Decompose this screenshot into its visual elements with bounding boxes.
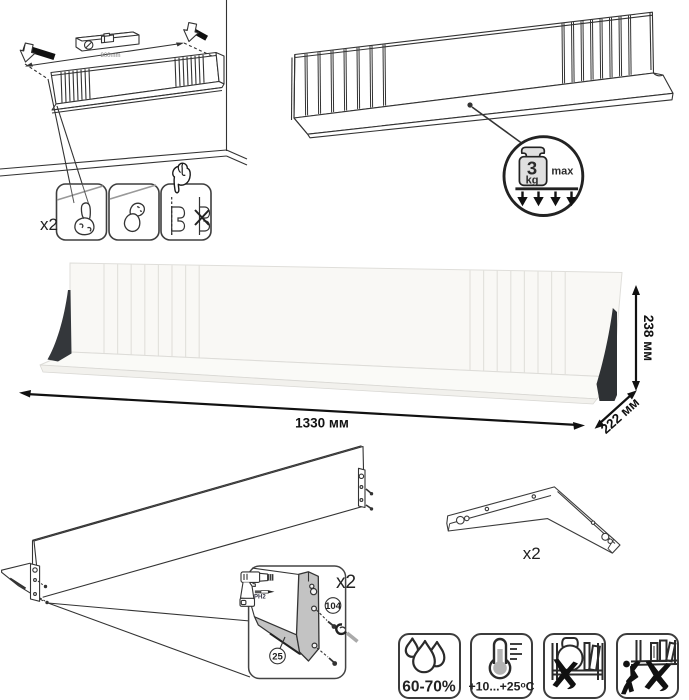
svg-text:max: max [551,166,574,178]
svg-text:60-70%: 60-70% [402,679,456,696]
svg-text:104: 104 [325,601,342,612]
svg-text:238 мм: 238 мм [641,315,656,361]
svg-text:x2: x2 [523,544,541,563]
svg-text:25: 25 [272,652,283,663]
svg-text:x2: x2 [40,215,58,234]
svg-text:1330 мм: 1330 мм [295,416,349,431]
svg-text:+10...+25oC: +10...+25oC [468,680,534,694]
svg-text:x2: x2 [336,572,356,593]
svg-text:800mm: 800mm [100,53,120,59]
svg-text:PH2: PH2 [254,594,266,600]
svg-text:3: 3 [527,158,537,179]
svg-text:kg: kg [526,175,539,187]
